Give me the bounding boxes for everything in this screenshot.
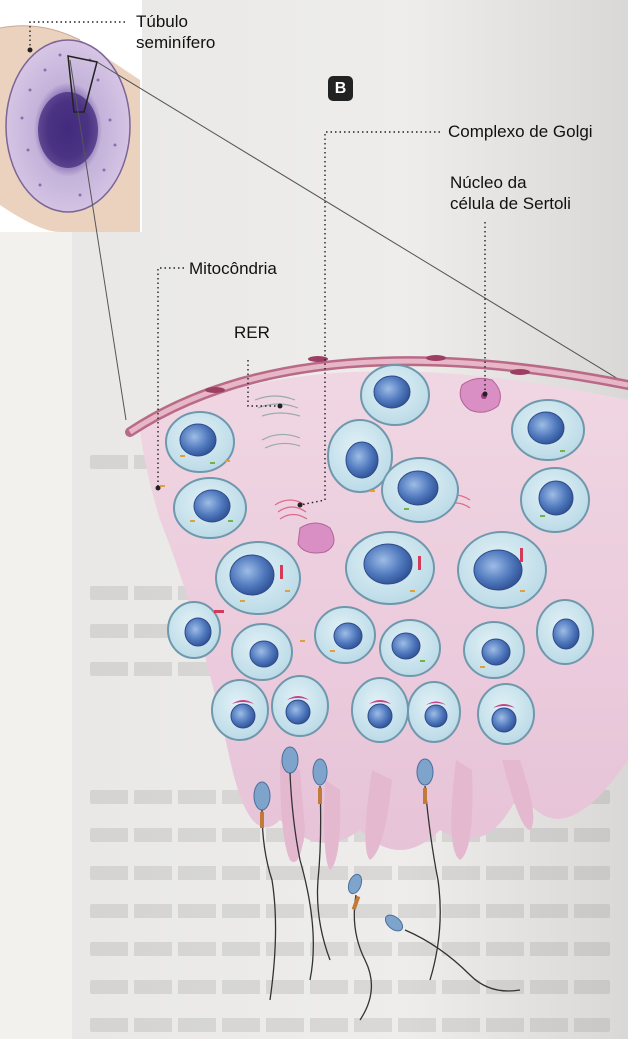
germ-cells bbox=[160, 364, 594, 745]
background-text-line bbox=[90, 904, 610, 918]
sertoli-nucleus bbox=[459, 377, 501, 413]
background-text-line bbox=[90, 1018, 610, 1032]
label-complexo-de-golgi: Complexo de Golgi bbox=[448, 122, 593, 141]
sertoli-nucleus bbox=[297, 522, 335, 554]
basement-membrane bbox=[125, 355, 628, 437]
zoom-lines bbox=[69, 59, 628, 421]
label-mitocondria: Mitocôndria bbox=[189, 259, 277, 278]
rer-organelle bbox=[254, 395, 301, 449]
seminiferous-tubule-inset bbox=[0, 25, 140, 233]
label-tubulo-seminifero: Túbulo seminífero bbox=[136, 12, 216, 52]
background-text-line bbox=[90, 866, 610, 880]
label-nucleo-sertoli: Núcleo da célula de Sertoli bbox=[450, 173, 571, 213]
label-leaders bbox=[29, 21, 486, 506]
label-rer: RER bbox=[234, 323, 270, 342]
panel-letter-badge: B bbox=[328, 76, 353, 101]
spermatozoa bbox=[253, 746, 521, 1021]
background-text-line bbox=[90, 942, 610, 956]
